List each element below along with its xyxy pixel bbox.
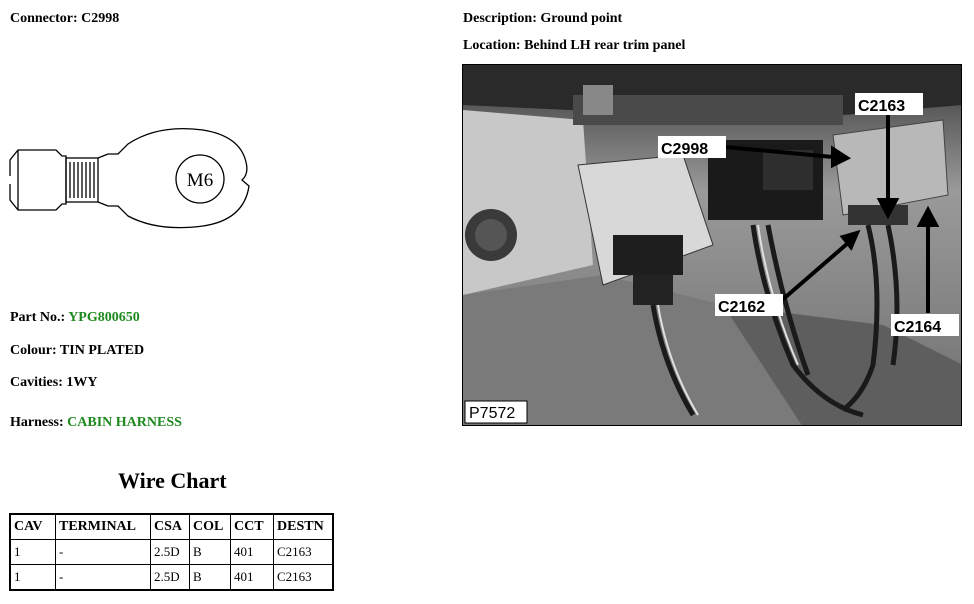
cell-destn: C2163: [273, 539, 334, 565]
wire-chart-table: CAV TERMINAL CSA COL CCT DESTN 1 - 2.5D …: [9, 513, 334, 591]
header-terminal: TERMINAL: [55, 513, 151, 540]
description-value: Ground point: [540, 11, 623, 26]
description-line: Description: Ground point: [463, 11, 622, 27]
part-number-link[interactable]: YPG800650: [68, 310, 140, 325]
harness-link[interactable]: CABIN HARNESS: [67, 415, 182, 430]
location-photo-drawing: C2998 C2163 C2162 C2164 P7572: [463, 65, 961, 425]
callout-c2162: C2162: [718, 299, 765, 316]
cell-cav: 1: [9, 539, 56, 565]
connector-label: Connector:: [10, 11, 78, 26]
cell-col: B: [189, 564, 231, 591]
table-row: 1 - 2.5D B 401 C2163: [9, 564, 334, 591]
harness-line: Harness: CABIN HARNESS: [10, 415, 182, 431]
part-number-line: Part No.: YPG800650: [10, 310, 140, 326]
description-label: Description:: [463, 11, 537, 26]
ring-terminal-drawing: M6: [9, 127, 250, 229]
cell-cct: 401: [230, 539, 274, 565]
header-cav: CAV: [9, 513, 56, 540]
cell-csa: 2.5D: [150, 564, 190, 591]
photo-code: P7572: [469, 405, 515, 422]
callout-c2163: C2163: [858, 98, 905, 115]
cavities-label: Cavities:: [10, 375, 63, 390]
cell-terminal: -: [55, 539, 151, 565]
header-col: COL: [189, 513, 231, 540]
callout-c2998: C2998: [661, 141, 708, 158]
cavities-value: 1WY: [66, 375, 98, 390]
table-row: 1 - 2.5D B 401 C2163: [9, 539, 334, 565]
terminal-size-label: M6: [187, 170, 213, 191]
header-csa: CSA: [150, 513, 190, 540]
location-line: Location: Behind LH rear trim panel: [463, 38, 685, 54]
cell-cav: 1: [9, 564, 56, 591]
location-label: Location:: [463, 38, 521, 53]
colour-label: Colour:: [10, 343, 57, 358]
header-cct: CCT: [230, 513, 274, 540]
location-photo: C2998 C2163 C2162 C2164 P7572: [462, 64, 962, 426]
cell-csa: 2.5D: [150, 539, 190, 565]
cell-terminal: -: [55, 564, 151, 591]
harness-label: Harness:: [10, 415, 64, 430]
colour-line: Colour: TIN PLATED: [10, 343, 144, 359]
table-header-row: CAV TERMINAL CSA COL CCT DESTN: [9, 513, 334, 540]
location-value: Behind LH rear trim panel: [524, 38, 686, 53]
colour-value: TIN PLATED: [59, 343, 145, 358]
part-number-label: Part No.:: [10, 310, 66, 325]
cell-destn: C2163: [273, 564, 334, 591]
cell-col: B: [189, 539, 231, 565]
wire-chart-title: Wire Chart: [118, 468, 227, 493]
callout-c2164: C2164: [894, 319, 941, 336]
connector-value: C2998: [81, 11, 120, 26]
cavities-line: Cavities: 1WY: [10, 375, 98, 391]
connector-line: Connector: C2998: [10, 11, 119, 27]
header-destn: DESTN: [273, 513, 334, 540]
cell-cct: 401: [230, 564, 274, 591]
